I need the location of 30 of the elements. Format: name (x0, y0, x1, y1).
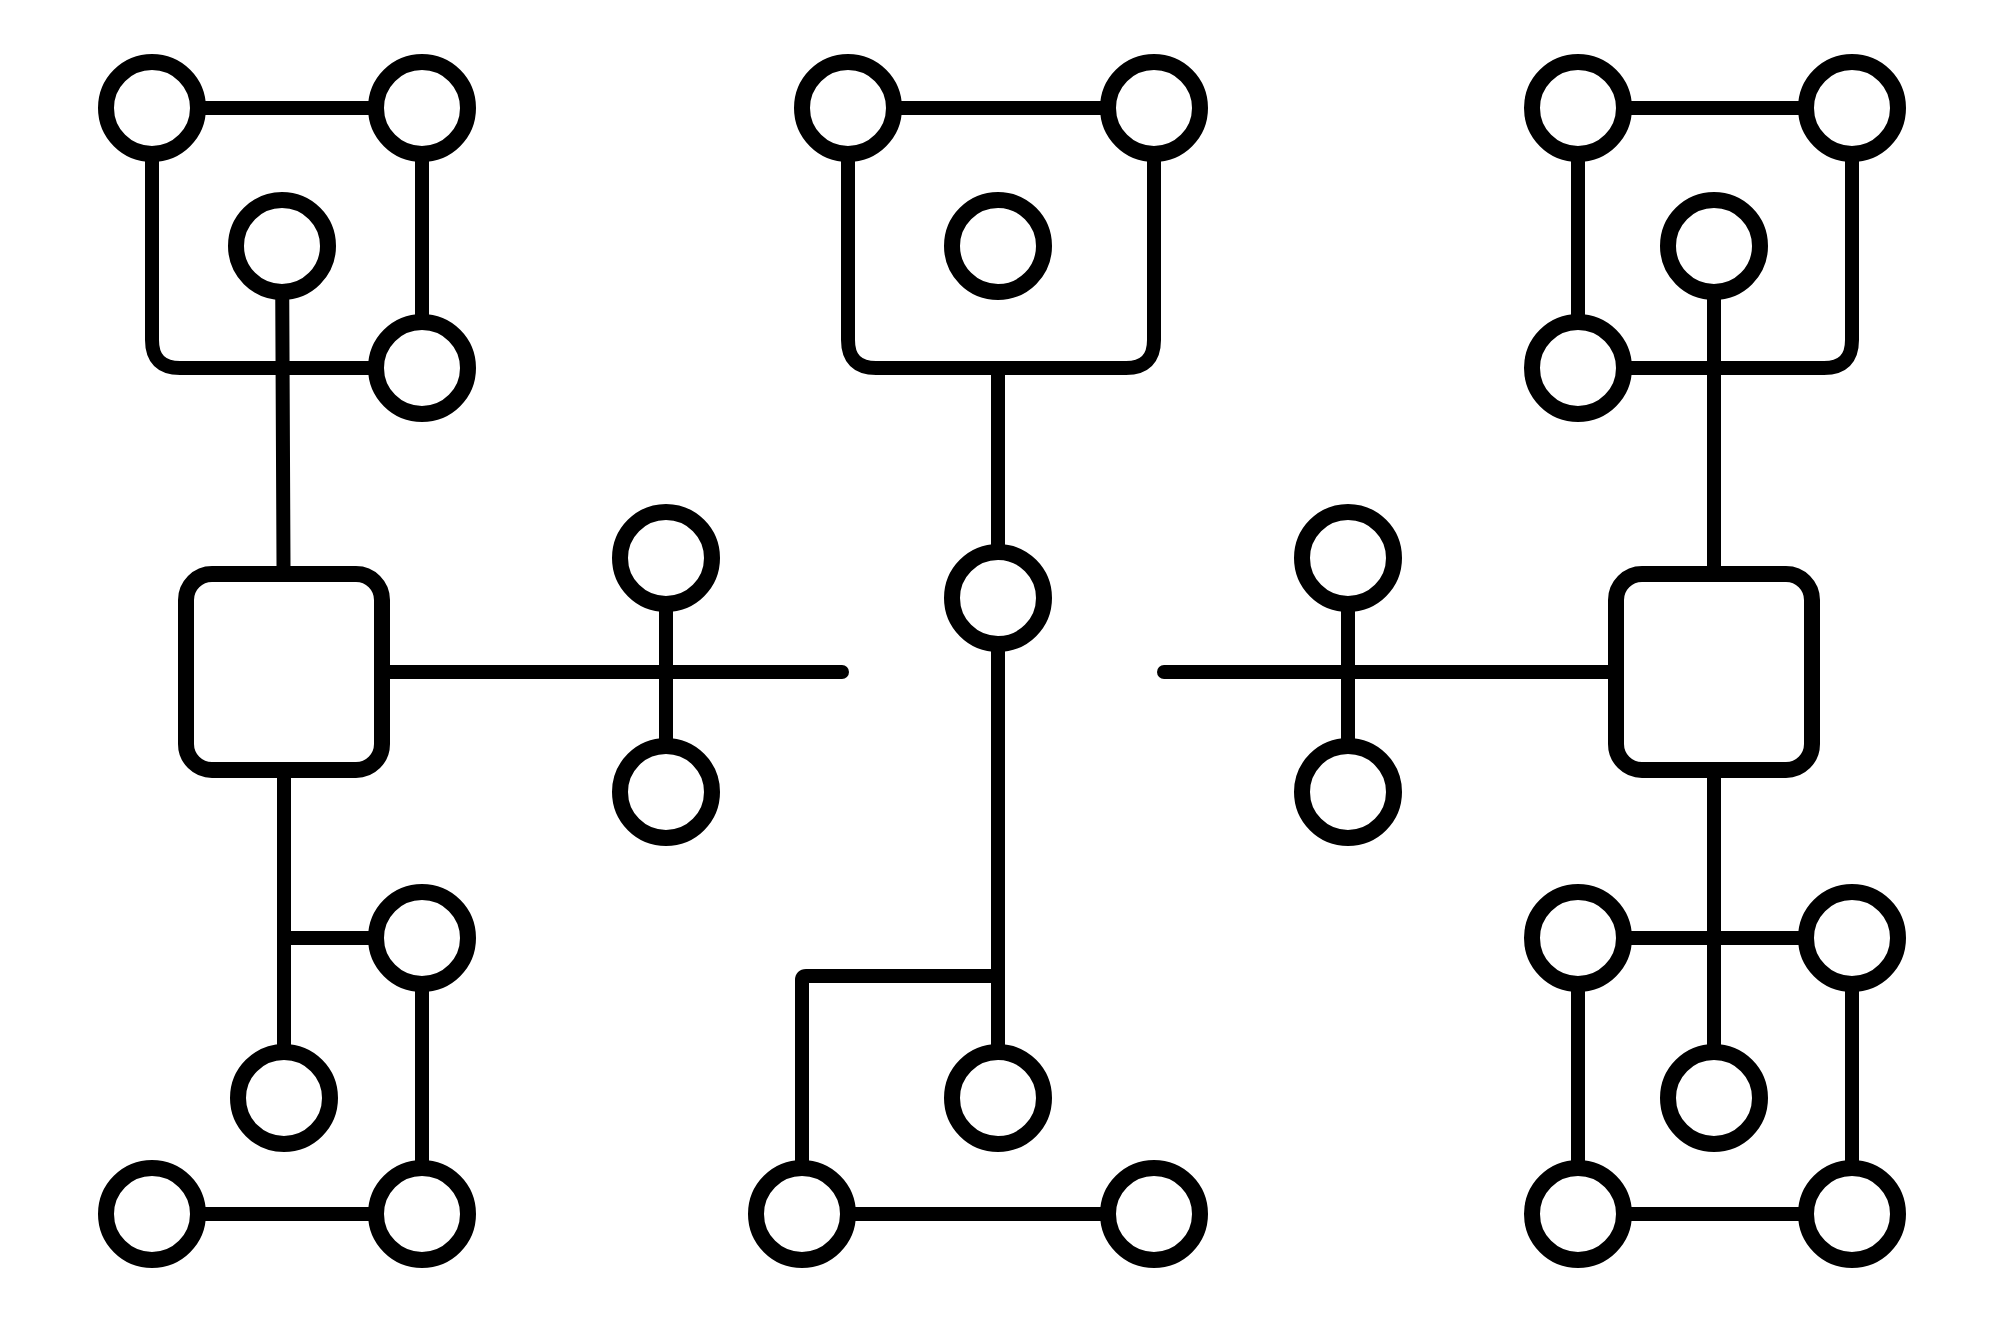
circle-node (1294, 504, 1402, 612)
circle-node (944, 544, 1052, 652)
circle-node (612, 504, 720, 612)
circle-node (612, 738, 720, 846)
circle-node (368, 884, 476, 992)
circle-node (1524, 314, 1632, 422)
circle-node (1524, 884, 1632, 992)
circle-node (1100, 1160, 1208, 1268)
circle-node (1294, 738, 1402, 846)
circle-node (748, 1160, 856, 1268)
circle-node (1100, 54, 1208, 162)
circle-node (1798, 884, 1906, 992)
circle-node (98, 54, 206, 162)
circle-node (368, 314, 476, 422)
circle-node (1798, 54, 1906, 162)
circle-node (1524, 54, 1632, 162)
rounded-square-node (1608, 566, 1820, 778)
circle-node (1660, 192, 1768, 300)
circle-node (368, 54, 476, 162)
circle-node (368, 1160, 476, 1268)
circle-node (944, 1044, 1052, 1152)
circle-node (228, 192, 336, 300)
circle-node (1660, 1044, 1768, 1152)
circle-node (230, 1044, 338, 1152)
circle-node (1524, 1160, 1632, 1268)
circle-node (98, 1160, 206, 1268)
circle-node (794, 54, 902, 162)
circle-node (944, 192, 1052, 300)
circle-node (1798, 1160, 1906, 1268)
rounded-square-node (178, 566, 390, 778)
